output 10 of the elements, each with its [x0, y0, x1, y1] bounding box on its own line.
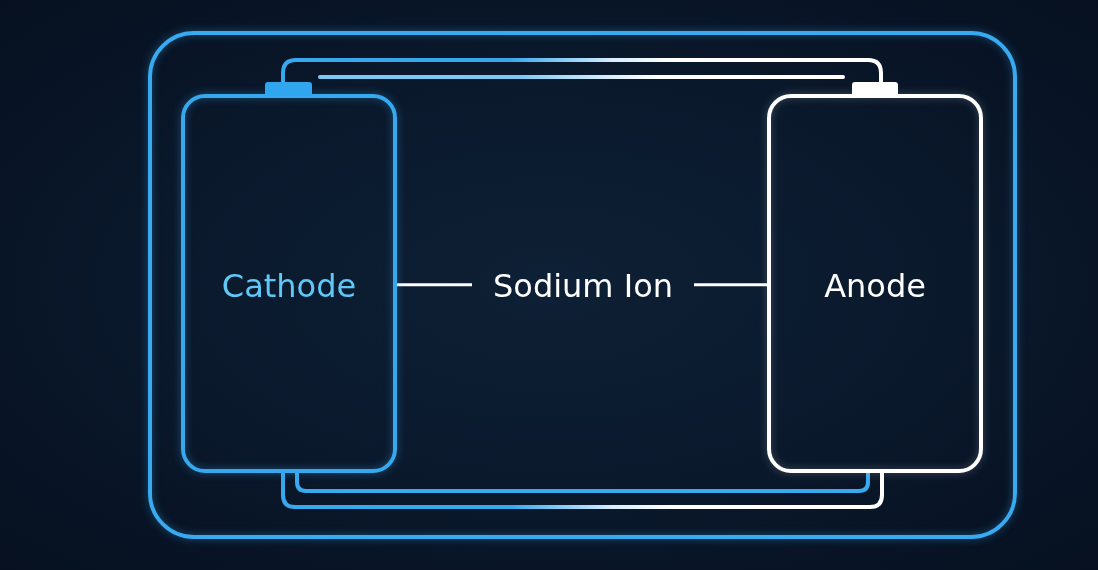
wire [281, 473, 884, 509]
battery-casing [148, 31, 1017, 539]
connector-line [397, 283, 472, 287]
electrode-box [181, 94, 397, 473]
electrode-box [767, 94, 983, 473]
electrode-label: Cathode [221, 268, 357, 305]
connector-line [694, 283, 767, 287]
electrode-label: Anode [824, 268, 926, 305]
ion-label: Sodium Ion [493, 267, 673, 305]
wire [295, 473, 870, 493]
